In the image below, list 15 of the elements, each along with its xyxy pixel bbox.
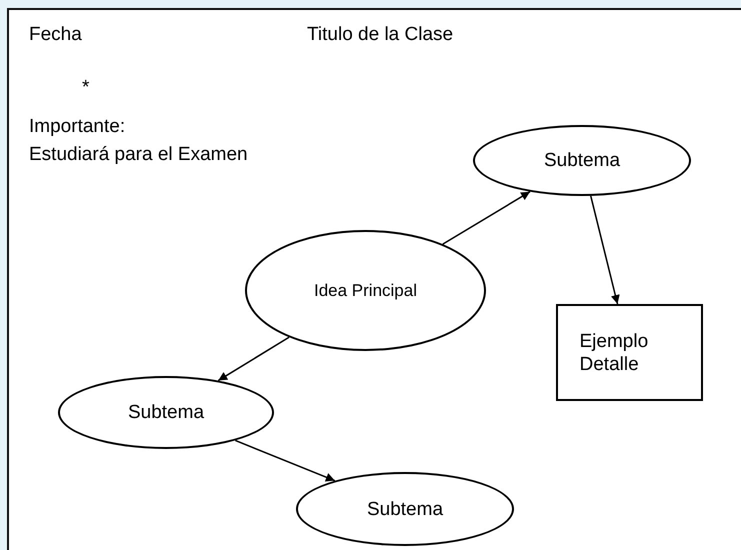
- arrow: [590, 196, 620, 304]
- node-text: Subtema: [128, 401, 204, 424]
- text-label: Importante:: [29, 116, 126, 138]
- node-text: Subtema: [366, 498, 444, 520]
- node-text: Idea Principal: [314, 280, 417, 300]
- text-label: *: [82, 77, 90, 99]
- text-label: Titulo de la Clase: [307, 24, 454, 46]
- text-label: Estudiará para el Examen: [29, 144, 248, 166]
- node-text: Subtema: [544, 149, 620, 172]
- arrow: [218, 336, 290, 382]
- node-text: Ejemplo Detalle: [580, 330, 650, 376]
- text-label: Fecha: [29, 24, 82, 46]
- arrow: [235, 440, 336, 482]
- arrow: [442, 191, 530, 245]
- detail-box: [556, 304, 703, 401]
